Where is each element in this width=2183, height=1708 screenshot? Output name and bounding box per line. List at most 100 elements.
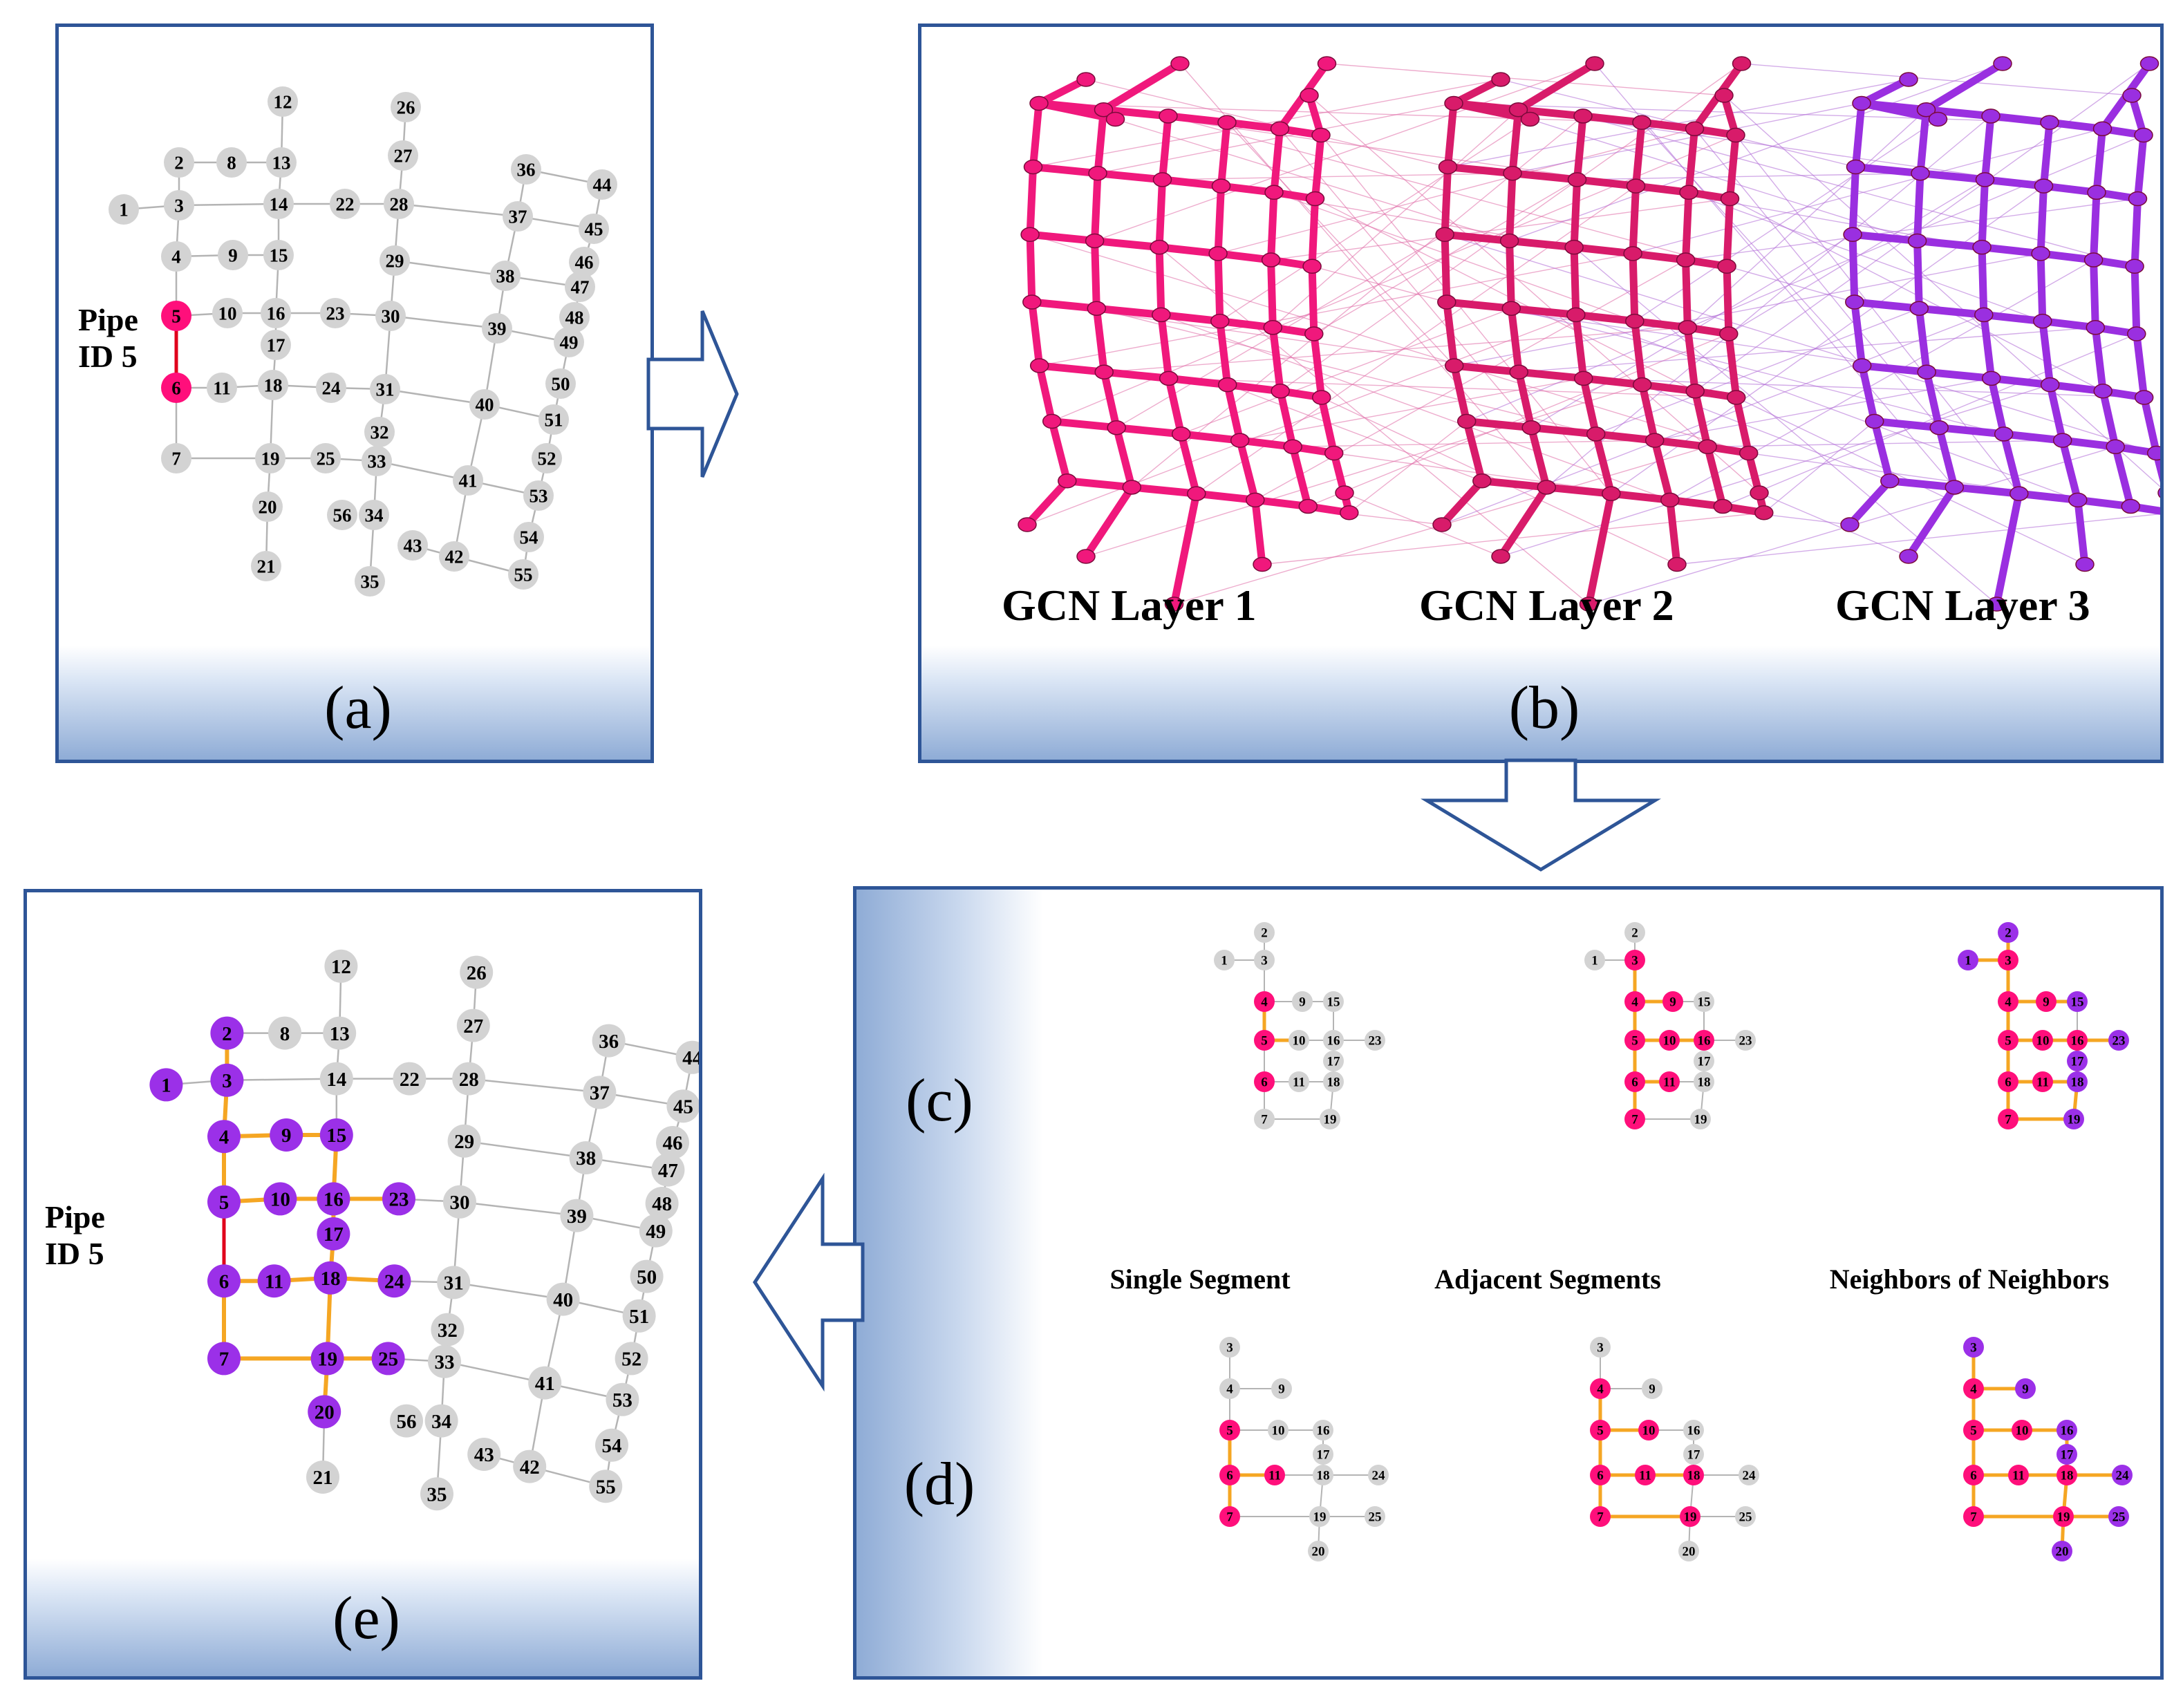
layer-node — [1022, 294, 1042, 310]
layer-edge — [1026, 230, 1099, 245]
subgraph-node-label: 20 — [2056, 1545, 2069, 1559]
junction-node — [161, 443, 191, 473]
subgraph-node-label: 10 — [1642, 1424, 1656, 1438]
layer-node — [2040, 377, 2060, 393]
layer-node — [1573, 109, 1593, 124]
junction-node — [513, 1449, 547, 1483]
subgraph-node-label: 4 — [1597, 1382, 1604, 1397]
layer-edge — [1063, 477, 1136, 491]
junction-node — [310, 1342, 344, 1376]
layer-edge — [1592, 430, 1659, 444]
junction-node — [560, 1199, 594, 1232]
layer-edge — [1507, 304, 1580, 319]
layer-node — [1852, 358, 1872, 373]
layer-edge — [1497, 483, 1550, 561]
junction-node-label: 54 — [520, 527, 538, 547]
layer-edge — [1852, 163, 1924, 178]
junction-node-label: 35 — [361, 571, 380, 592]
junction-node-label: 29 — [454, 1131, 474, 1153]
subgraph-node — [1590, 1420, 1611, 1440]
cross-layer-link — [1279, 128, 1532, 429]
subgraph-node-label: 7 — [1597, 1510, 1604, 1525]
gcn-layer-2-label: GCN Layer 2 — [1419, 581, 1674, 630]
junction-node — [308, 1395, 341, 1429]
junction-node-label: 2 — [222, 1023, 232, 1045]
subgraph-node — [1590, 1378, 1611, 1399]
layer-node — [1974, 307, 1994, 323]
subgraph-node — [1963, 1378, 1984, 1399]
junction-node-label: 20 — [315, 1402, 335, 1424]
panel-e-label: (e) — [332, 1585, 400, 1652]
layer-node — [1678, 320, 1698, 335]
subgraph-node-label: 20 — [1683, 1545, 1696, 1559]
layer-node — [1085, 233, 1105, 249]
subgraph-node — [1998, 991, 2018, 1012]
layer-edge — [1267, 256, 1277, 332]
subgraph-node — [1313, 1465, 1333, 1485]
cross-layer-link — [1763, 420, 1875, 514]
junction-node-label: 9 — [281, 1125, 292, 1147]
junction-node-label: 38 — [496, 265, 515, 286]
junction-node — [317, 1182, 350, 1216]
junction-node — [207, 1185, 241, 1219]
junction-node — [565, 272, 595, 302]
subgraph-node — [1680, 1506, 1701, 1527]
layer-edge — [1463, 417, 1535, 432]
junction-node-label: 42 — [520, 1456, 540, 1479]
layer-edge — [1871, 417, 1894, 485]
layer-node — [1261, 252, 1281, 268]
layer-node — [1058, 473, 1077, 489]
layer-edge — [1091, 169, 1102, 245]
cross-layer-link — [1308, 333, 1730, 507]
subgraph-node-label: 3 — [1970, 1341, 1977, 1355]
junction-node-label: 25 — [317, 448, 335, 469]
subgraph-node — [1289, 1030, 1309, 1051]
layer-edge — [1023, 477, 1071, 529]
subgraph-node — [1998, 950, 2018, 970]
layer-edge — [1858, 362, 1931, 376]
junction-node — [388, 140, 418, 171]
cross-layer-link — [1685, 198, 2138, 261]
layer-node — [1632, 377, 1652, 393]
subgraph-node — [1624, 1071, 1645, 1092]
layer-edge — [1585, 489, 1615, 608]
subgraph-node-label: 10 — [1293, 1034, 1306, 1049]
layer-node — [1491, 72, 1510, 87]
layer-edge — [1978, 243, 2045, 258]
layer-edge — [1579, 112, 1646, 126]
layer-edge — [1091, 236, 1100, 312]
layer-edge — [2074, 496, 2089, 568]
layer-node — [1159, 109, 1178, 124]
junction-node — [263, 189, 294, 219]
subgraph-node — [2032, 1071, 2053, 1092]
subgraph-node-label: 3 — [1631, 954, 1638, 968]
junction-node-label: 6 — [219, 1270, 229, 1293]
layer-edge — [1848, 230, 1859, 306]
layer-edge — [1165, 374, 1232, 389]
subgraph-node-label: 17 — [2071, 1055, 2085, 1069]
network-graph-e: 1234567891011121314151617181920212223242… — [149, 949, 699, 1511]
cross-layer-link — [1226, 122, 1455, 366]
subgraph-node-label: 17 — [2061, 1448, 2074, 1463]
layer-edge — [1922, 368, 1996, 382]
layer-node — [1845, 294, 1864, 310]
junction-node-label: 56 — [397, 1411, 417, 1433]
junction-node — [149, 1068, 183, 1102]
subgraph-node — [1313, 1444, 1333, 1465]
subgraph-node — [1963, 1506, 1984, 1527]
junction-node-label: 28 — [390, 194, 409, 214]
layer-node — [1720, 191, 1740, 207]
junction-node-label: 51 — [545, 409, 563, 430]
junction-node — [210, 1016, 244, 1050]
layer-edge — [1915, 304, 1988, 319]
junction-node-label: 53 — [530, 485, 548, 506]
cross-layer-link — [1573, 247, 1997, 605]
cross-layer-link — [1039, 253, 1633, 366]
layer-edge — [1192, 489, 1259, 504]
subgraph-node — [1365, 1506, 1385, 1527]
junction-node-label: 27 — [463, 1015, 483, 1038]
layer-node — [2009, 486, 2029, 501]
junction-node-label: 53 — [612, 1389, 633, 1411]
layer-node — [1499, 233, 1519, 249]
